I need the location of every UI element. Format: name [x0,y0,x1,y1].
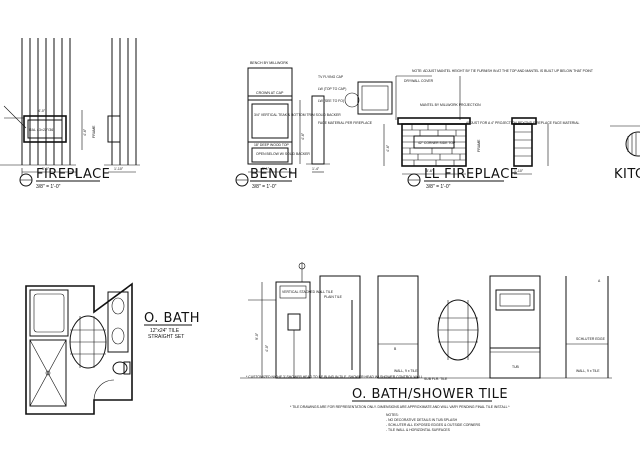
ll-callout: 42" CORNER SIDE TOP [418,141,456,145]
tile-label-plain: PLAIN TILE [324,295,343,299]
tile-elevation-feature [437,299,479,361]
tile-elevation-shower-wall: VERTICAL STACKED WALL TILE 9'-0" 4'-0" *… [246,262,423,379]
ll-fireplace-elevation: NOTE: ADJUST MANTEL HEIGHT BY TIE FURNIS… [318,69,593,190]
note-item: - NO DECORATIVE DETAILS IN TUB SPLASH [386,418,458,422]
fireplace-dim-side: 1'-10" [114,167,124,171]
ll-fireplace-title: LL FIREPLACE [424,167,519,182]
tile-label-b: B [394,347,397,351]
bath-toilet [112,361,128,375]
tile-label-a: A [598,279,601,283]
bench-header: BENCH BY MILLWORK [250,61,289,65]
ll-note-top: NOTE: ADJUST MANTEL HEIGHT BY TIE FURNIS… [412,69,593,73]
fireplace-title: FIREPLACE [36,167,110,182]
o-bath-tile-title: O. BATH/SHOWER TILE [352,387,508,402]
bench-dim-width: 5'-1" [262,167,270,171]
kitchen-title-fragment: KITC [614,167,640,182]
ll-note-tv: TV FLYING CAP [318,75,344,79]
ll-firebox [413,135,455,149]
bench-title: BENCH [250,167,298,182]
o-bath-sub1: 12"x24" TILE [150,328,180,334]
ll-side-stone [513,123,533,167]
tile-label-schluter: SCHLUTER EDGE [576,337,606,341]
ll-note-cap: LW (TOP TO CAP) [318,87,346,91]
ll-note-adjust: ADJUST FOR A 4" PROJECTION BEYOND FIREPL… [466,121,579,125]
fireplace-dim-top: 4'-0" [38,109,46,113]
ll-note-ops: LW (SEE TO FO) [318,99,344,103]
tile-elevation-right: SCHLUTER EDGE WALL, 9 x TILE A [565,276,609,378]
tile-label-wall: WALL, 9 x TILE [394,369,418,373]
ll-dim-width: 5'-6" [426,169,434,173]
note-item: - SCHLUTER ALL EXPOSED EDGES & OUTSIDE C… [386,423,481,427]
firebox [23,115,67,143]
tile-note-niche: * CUSTOMIZED NICHE 3' SHOWER HEAD TO BE … [246,375,423,379]
bench-side [311,95,325,165]
fireplace-dim-height: 4'-6" [83,128,87,136]
bath-door-swing [93,379,115,401]
o-bath-sub2: STRAIGHT SET [148,334,184,340]
ll-mantel [397,117,471,125]
bath-vanity [107,291,129,353]
fireplace-scale: 3/8" = 1'-0" [36,184,61,190]
o-bath-tile-elevations: VERTICAL STACKED WALL TILE 9'-0" 4'-0" *… [240,262,612,432]
o-bath-plan: O. BATH 12"x24" TILE STRAIGHT SET [25,282,200,415]
fireplace-frame-label: FRAME [92,125,96,138]
ll-note-drywall: DRYWALL COVER [404,79,434,83]
ll-note-mantel: MANTEL BY MILLWORK PROJECTION [420,103,481,107]
bench-frame [247,67,293,165]
bath-shower [29,339,67,407]
bath-tub [29,289,69,337]
bench-dim-height: 4'-6" [301,132,305,140]
ll-stone-face [401,123,467,167]
tile-label-tub: TUB [512,365,520,369]
shower-control [287,313,301,331]
fireplace-dim-width: 5'-0" [42,167,50,171]
o-bath-title: O. BATH [144,311,200,326]
ll-dim-side: 1'-10" [514,169,524,173]
ll-stone-pattern [402,124,466,166]
bench-scale: 3/8" = 1'-0" [252,184,277,190]
detail-bubble-top [298,262,306,270]
tile-dim-h2: 4'-0" [265,344,269,352]
notes-heading: NOTES: [386,413,399,417]
bath-walls [25,282,133,415]
bench-label-crown: CROWN AT CAP [256,91,284,95]
tile-dim-h1: 9'-0" [255,332,259,340]
o-bath-tile-scale-note: * TILE DRAWINGS ARE FOR REPRESENTATION O… [290,405,510,409]
fireplace-callout: RAL 43×22"/36" [29,128,55,132]
ll-fireplace-scale: 3/8" = 1'-0" [426,184,451,190]
bench-label-open: OPEN BELOW W/ SOLID BACKER [256,152,310,156]
ll-frame-label: FRAME [477,139,481,152]
bench-dim-side: 1'-4" [312,167,320,171]
bench-elevation: BENCH BY MILLWORK CROWN AT CAP 3/4" VERT… [235,61,341,190]
bench-label-mid: 3/4" VERTICAL TEAK & BOTTOM TRIM SOLID B… [254,113,341,117]
bench-label-deep: 18" DEEP WOOD TOP [254,143,289,147]
slat-wall-left [0,38,76,166]
tile-label-vertical: VERTICAL STACKED WALL TILE [282,290,334,294]
tile-elevation-vanity: TUB [489,275,541,379]
ll-tv-niche [357,81,393,115]
ll-note-face: FACE MATERIAL PER FIREPLACE [318,121,373,125]
ll-dim-height: 4'-6" [386,144,390,152]
fireplace-side-section: 1'-10" [104,38,140,173]
note-item: - TILE WALL & HORIZONTAL SURFACES [386,428,451,432]
kitchen-fragment: KITC [610,125,640,182]
firebox-glass [27,119,63,139]
ll-detail-bubble [344,92,360,108]
fireplace-elevation: RAL 43×22"/36" 4'-0" 4'-6" FRAME 5'-0" 1… [0,38,140,190]
vanity-mirror [495,289,535,311]
tile-label-wall2: WALL, 9 x TILE [576,369,600,373]
tile-label-sub-floor: SUB FLR. TILE [424,377,448,381]
